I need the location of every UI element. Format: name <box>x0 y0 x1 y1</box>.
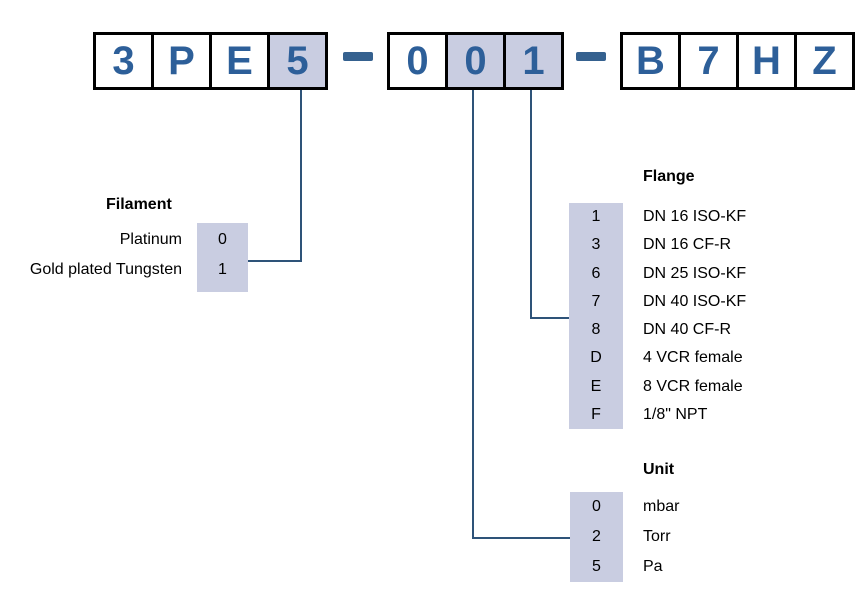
unit-option-label: mbar <box>643 498 680 515</box>
flange-option-label: 8 VCR female <box>643 377 743 395</box>
unit-code-column: 0 2 5 <box>570 492 623 582</box>
flange-option-label: 1/8" NPT <box>643 405 708 423</box>
connector-line-unit <box>472 537 570 539</box>
flange-option-label: 4 VCR female <box>643 349 743 367</box>
flange-option-label: DN 40 CF-R <box>643 321 732 338</box>
flange-option-code: 8 <box>591 321 601 338</box>
connector-line-flange <box>530 90 532 319</box>
flange-option-code: 1 <box>591 208 601 225</box>
filament-option-label: Platinum <box>119 231 182 248</box>
flange-option-label: DN 40 ISO-KF <box>643 292 747 310</box>
part-code-box: Z <box>794 32 855 90</box>
part-code-box: H <box>736 32 797 90</box>
filament-section-title: Filament <box>106 196 172 213</box>
connector-line-unit <box>472 90 474 539</box>
filament-option-label: Gold plated Tungsten <box>29 261 182 278</box>
unit-option-code: 2 <box>592 528 601 545</box>
part-code-group-1: 3 P E 5 <box>93 32 328 90</box>
part-code-box: 7 <box>678 32 739 90</box>
filament-code-column: 0 1 <box>197 223 248 292</box>
flange-option-code: E <box>590 377 602 395</box>
dash-separator <box>343 52 373 61</box>
part-code-group-2: 0 0 1 <box>387 32 564 90</box>
flange-option-code: 7 <box>591 292 601 310</box>
part-code-group-3: B 7 H Z <box>620 32 855 90</box>
part-code-box: P <box>151 32 212 90</box>
part-code-box: E <box>209 32 270 90</box>
connector-line-flange <box>530 317 570 319</box>
part-code-box: B <box>620 32 681 90</box>
part-code-box-flange: 1 <box>503 32 564 90</box>
part-code-box: 0 <box>387 32 448 90</box>
dash-separator <box>576 52 606 61</box>
unit-option-code: 0 <box>592 498 601 515</box>
unit-option-code: 5 <box>592 558 601 575</box>
filament-option-labels: Platinum Gold plated Tungsten <box>0 225 182 285</box>
flange-option-code: F <box>591 405 601 423</box>
flange-option-label: DN 16 CF-R <box>643 236 732 254</box>
filament-option-code: 1 <box>218 261 227 278</box>
connector-line-filament <box>248 260 302 262</box>
flange-option-label: DN 16 ISO-KF <box>643 208 747 225</box>
flange-option-code: 3 <box>591 236 601 254</box>
part-code-box-filament: 5 <box>267 32 328 90</box>
flange-option-code: 6 <box>591 264 601 282</box>
unit-option-label: Torr <box>643 528 671 545</box>
filament-option-code: 0 <box>218 231 227 248</box>
flange-code-column: 1 3 6 7 8 D E F <box>569 203 623 429</box>
part-code-box: 3 <box>93 32 154 90</box>
flange-section-title: Flange <box>643 168 695 185</box>
flange-option-code: D <box>590 349 602 367</box>
flange-option-label: DN 25 ISO-KF <box>643 264 747 282</box>
unit-option-labels: mbar Torr Pa <box>643 492 679 582</box>
connector-line-filament <box>300 90 302 262</box>
unit-section-title: Unit <box>643 461 675 478</box>
unit-option-label: Pa <box>643 558 663 575</box>
part-code-box-unit: 0 <box>445 32 506 90</box>
flange-option-labels: DN 16 ISO-KF DN 16 CF-R DN 25 ISO-KF DN … <box>643 203 746 429</box>
